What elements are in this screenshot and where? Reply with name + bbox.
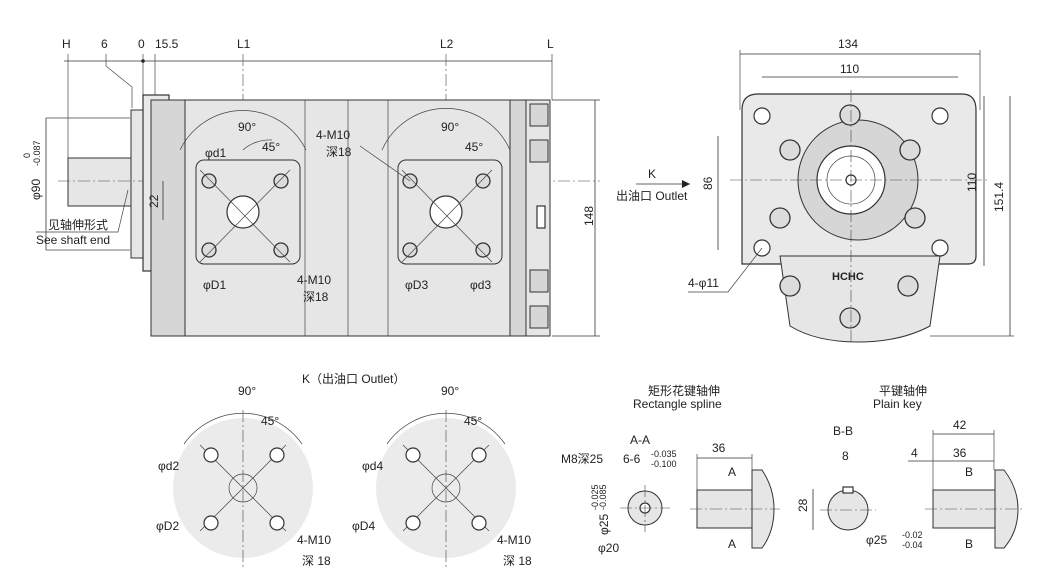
tap-a-depth: 深18	[303, 290, 329, 304]
key-section: B-B	[833, 424, 853, 438]
dim-6: 6	[101, 37, 108, 51]
spline-m8: M8深25	[561, 452, 603, 466]
k-left-D: φD2	[156, 519, 179, 533]
spline-dia-upper: -0.025	[590, 484, 600, 510]
front-view: 134 110 HCHC 86 110	[688, 37, 1014, 345]
k-right-depth: 深 18	[503, 554, 532, 568]
key-dia-upper: -0.02	[902, 530, 923, 540]
spline-a-bottom: A	[728, 537, 736, 551]
spline-spec-upper: -0.035	[651, 449, 677, 459]
w110: 110	[840, 62, 859, 76]
tap-a-label: 4-M10	[297, 273, 331, 287]
key-b-bottom: B	[965, 537, 973, 551]
tap-b-depth: 深18	[326, 145, 352, 159]
shaft-note-en: See shaft end	[36, 233, 110, 247]
dim-15-5: 15.5	[155, 37, 179, 51]
key-dim4: 4	[911, 446, 918, 460]
k-left-tap: 4-M10	[297, 533, 331, 547]
dim-l1: L1	[237, 37, 251, 51]
key-h28: 28	[796, 498, 810, 512]
k-view: K（出油口 Outlet） 90° 45° φd2 φD2 4-M10 深 18…	[156, 372, 532, 568]
angle-90-1: 90°	[238, 120, 256, 134]
dim-22: 22	[147, 194, 161, 208]
shaft-note-leader	[36, 189, 129, 233]
k-left-depth: 深 18	[302, 554, 331, 568]
h86: 86	[701, 176, 715, 190]
spline-dia-lower: -0.085	[598, 484, 608, 510]
dim-0: 0	[138, 37, 145, 51]
bolt-heads	[529, 103, 549, 329]
spline-dia20: φ20	[598, 541, 619, 555]
key-dim36: 36	[953, 446, 967, 460]
arc-90-1	[179, 110, 307, 151]
d1-label: φd1	[205, 146, 226, 160]
D3-label: φD3	[405, 278, 428, 292]
shaft-note-cn: 见轴伸形式	[48, 217, 108, 232]
key-shaft: 平键轴伸 Plain key B-B 8 28 φ25 -0.02 -0.04 …	[796, 383, 1024, 551]
side-view: H 6 0 15.5 L1 L2 L	[22, 37, 600, 337]
angle-45-2: 45°	[465, 140, 483, 154]
port-2	[359, 108, 511, 265]
brand-label: HCHC	[832, 271, 864, 283]
spline-dim36: 36	[712, 441, 726, 455]
spline-title-en: Rectangle spline	[633, 397, 722, 411]
spline-shaft: 矩形花键轴伸 Rectangle spline A-A M8深25 6-6 -0…	[561, 383, 780, 555]
spline-spec-lower: -0.100	[651, 459, 677, 469]
key-dia: φ25	[866, 533, 887, 547]
spline-spec: 6-6	[623, 452, 641, 466]
rear-cover	[509, 99, 529, 337]
dim-h: H	[62, 37, 71, 51]
dim-l2: L2	[440, 37, 454, 51]
D1-label: φD1	[203, 278, 226, 292]
k-right-d: φd4	[362, 459, 383, 473]
d3-label: φd3	[470, 278, 491, 292]
front-holes	[753, 104, 949, 329]
k-left-d: φd2	[158, 459, 179, 473]
h110: 110	[965, 173, 979, 192]
angle-45-1: 45°	[262, 140, 280, 154]
pump-body-lower	[779, 255, 941, 343]
front-cover	[150, 99, 186, 337]
tap-b-label: 4-M10	[316, 128, 350, 142]
port-1	[179, 110, 307, 265]
k-right-90: 90°	[441, 384, 459, 398]
k-left-45: 45°	[261, 414, 279, 428]
key-shaft-body	[932, 489, 996, 529]
shaft-dia-lower: -0.087	[32, 140, 42, 166]
origin-dot	[141, 59, 145, 63]
w134: 134	[838, 37, 858, 51]
end-plate	[525, 99, 551, 337]
k-arrow-icon	[682, 180, 690, 188]
h151: 151.4	[992, 182, 1006, 212]
spline-title-cn: 矩形花键轴伸	[648, 383, 720, 398]
shaft-dia: φ90	[29, 179, 43, 200]
ext-6	[105, 54, 133, 108]
k-label: K	[648, 167, 656, 181]
k-view-title: K（出油口 Outlet）	[302, 372, 405, 386]
k-right-45: 45°	[464, 414, 482, 428]
k-right-tap: 4-M10	[497, 533, 531, 547]
spline-dia: φ25	[597, 514, 611, 535]
spline-section: A-A	[630, 433, 650, 447]
key-title-cn: 平键轴伸	[879, 383, 927, 398]
key-w8: 8	[842, 449, 849, 463]
k-outlet-label: 出油口 Outlet	[616, 189, 688, 203]
k-right-D: φD4	[352, 519, 375, 533]
dim-148-text: 148	[582, 206, 596, 226]
angle-90-2: 90°	[441, 120, 459, 134]
k-direction: K 出油口 Outlet	[616, 167, 690, 203]
holes-label: 4-φ11	[688, 276, 719, 290]
dim-l: L	[547, 37, 554, 51]
key-dia-lower: -0.04	[902, 540, 923, 550]
key-title-en: Plain key	[873, 397, 922, 411]
spline-a-top: A	[728, 465, 736, 479]
key-dim42: 42	[953, 418, 967, 432]
k-left-90: 90°	[238, 384, 256, 398]
shaft-dia-upper: 0	[22, 153, 32, 158]
key-b-top: B	[965, 465, 973, 479]
